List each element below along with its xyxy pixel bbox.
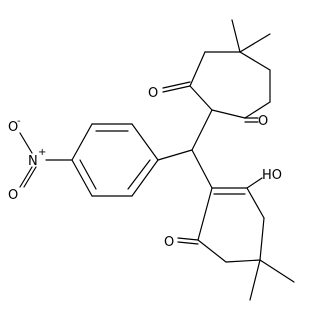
bond	[244, 101, 271, 119]
bond	[71, 123, 93, 161]
charge-minus: -	[17, 116, 21, 127]
bond	[259, 217, 265, 261]
bond	[239, 33, 271, 53]
bond	[19, 132, 33, 154]
bond	[131, 123, 159, 161]
bond	[189, 51, 206, 87]
bond	[79, 159, 97, 190]
bond	[259, 259, 295, 283]
bond	[162, 81, 191, 89]
bond	[197, 239, 227, 263]
bond	[249, 259, 261, 301]
atom-nitro-oxygen-upper: O	[8, 120, 18, 135]
atom-oxygen-enone: O	[164, 235, 174, 250]
atom-nitro-oxygen-lower: O	[8, 188, 18, 203]
bond	[191, 109, 213, 151]
bond	[71, 159, 93, 197]
bonds	[19, 19, 295, 301]
bond	[177, 237, 199, 241]
atom-nitro-nitrogen: N	[28, 154, 38, 169]
charge-plus: +	[38, 147, 46, 158]
bond	[189, 85, 213, 111]
bond	[246, 177, 263, 189]
bond	[239, 51, 271, 71]
bond	[231, 19, 241, 53]
bond	[23, 166, 37, 188]
bond	[246, 187, 265, 219]
bond	[162, 85, 191, 93]
bond	[177, 241, 199, 245]
bond	[19, 166, 33, 188]
atom-oxygen-top-left: O	[148, 86, 158, 101]
bond	[191, 149, 213, 189]
bond	[225, 259, 261, 263]
atom-labels: O O HO O O - N + O	[8, 86, 282, 250]
bond	[127, 159, 151, 190]
structure-canvas: O O HO O O - N + O	[8, 19, 295, 301]
bond	[211, 109, 246, 119]
bond	[197, 187, 213, 241]
bond	[157, 149, 193, 161]
atom-oxygen-hydroxy: HO	[262, 168, 282, 183]
atom-oxygen-top-right: O	[258, 114, 268, 129]
bond	[131, 159, 159, 197]
